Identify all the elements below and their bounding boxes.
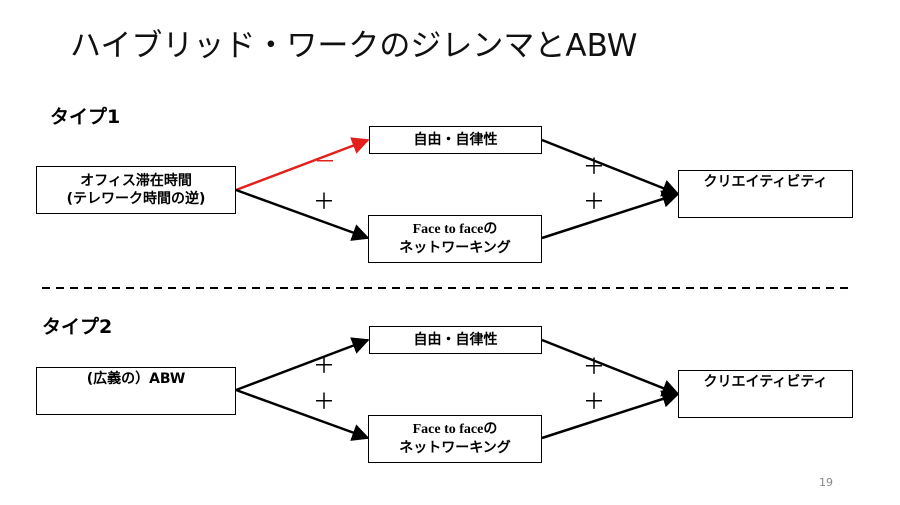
- type2-label: タイプ2: [42, 316, 113, 338]
- page-number: 19: [819, 476, 833, 489]
- type2-creativity-box: クリエイティビティ: [678, 370, 853, 418]
- type2-networking-line2: ネットワーキング: [399, 440, 511, 456]
- type2-sign-bottom-target: ＋: [583, 390, 606, 415]
- arrow-t1-autonomy-to-creativity: [541, 138, 680, 197]
- arrow-t2-networking-to-creativity: [541, 390, 680, 440]
- type1-source-line2: (テレワーク時間の逆): [66, 191, 206, 207]
- arrow-t2-source-to-networking: [235, 388, 370, 441]
- arrow-t2-autonomy-to-creativity: [541, 338, 680, 397]
- type1-sign-bottom-target: ＋: [583, 190, 606, 215]
- type2-autonomy-box: 自由・自律性: [369, 326, 542, 354]
- type1-sign-src-bottom: ＋: [313, 190, 336, 215]
- type1-sign-negative: －: [314, 150, 337, 175]
- type2-creativity-label: クリエイティビティ: [703, 374, 828, 390]
- type1-networking-box: Face to faceの ネットワーキング: [368, 215, 542, 263]
- type2-networking-line1: Face to faceの: [412, 422, 498, 437]
- type1-autonomy-label: 自由・自律性: [413, 132, 498, 148]
- type2-sign-top-target: ＋: [583, 355, 606, 380]
- type1-source-line1: オフィス滞在時間: [80, 173, 192, 189]
- arrow-t1-source-to-autonomy: [235, 137, 370, 192]
- type2-sign-src-bottom: ＋: [313, 390, 336, 415]
- type2-sign-src-top: ＋: [313, 354, 336, 379]
- arrow-t1-source-to-networking: [235, 188, 370, 241]
- type1-source-box: オフィス滞在時間 (テレワーク時間の逆): [36, 166, 236, 214]
- arrow-t2-source-to-autonomy: [235, 337, 370, 392]
- type1-networking-line1: Face to faceの: [412, 222, 498, 237]
- type1-label: タイプ1: [50, 106, 121, 128]
- type2-source-box: (広義の）ABW: [36, 367, 236, 415]
- type2-source-label: (広義の）ABW: [86, 371, 186, 387]
- page-title: ハイブリッド・ワークのジレンマとABW: [70, 28, 638, 64]
- type2-networking-box: Face to faceの ネットワーキング: [368, 415, 542, 463]
- type2-autonomy-label: 自由・自律性: [413, 332, 498, 348]
- type1-autonomy-box: 自由・自律性: [369, 126, 542, 154]
- type1-creativity-box: クリエイティビティ: [678, 170, 853, 218]
- type1-networking-line2: ネットワーキング: [399, 240, 511, 256]
- type1-sign-top-target: ＋: [583, 155, 606, 180]
- type1-creativity-label: クリエイティビティ: [703, 174, 828, 190]
- arrow-t1-networking-to-creativity: [541, 190, 680, 240]
